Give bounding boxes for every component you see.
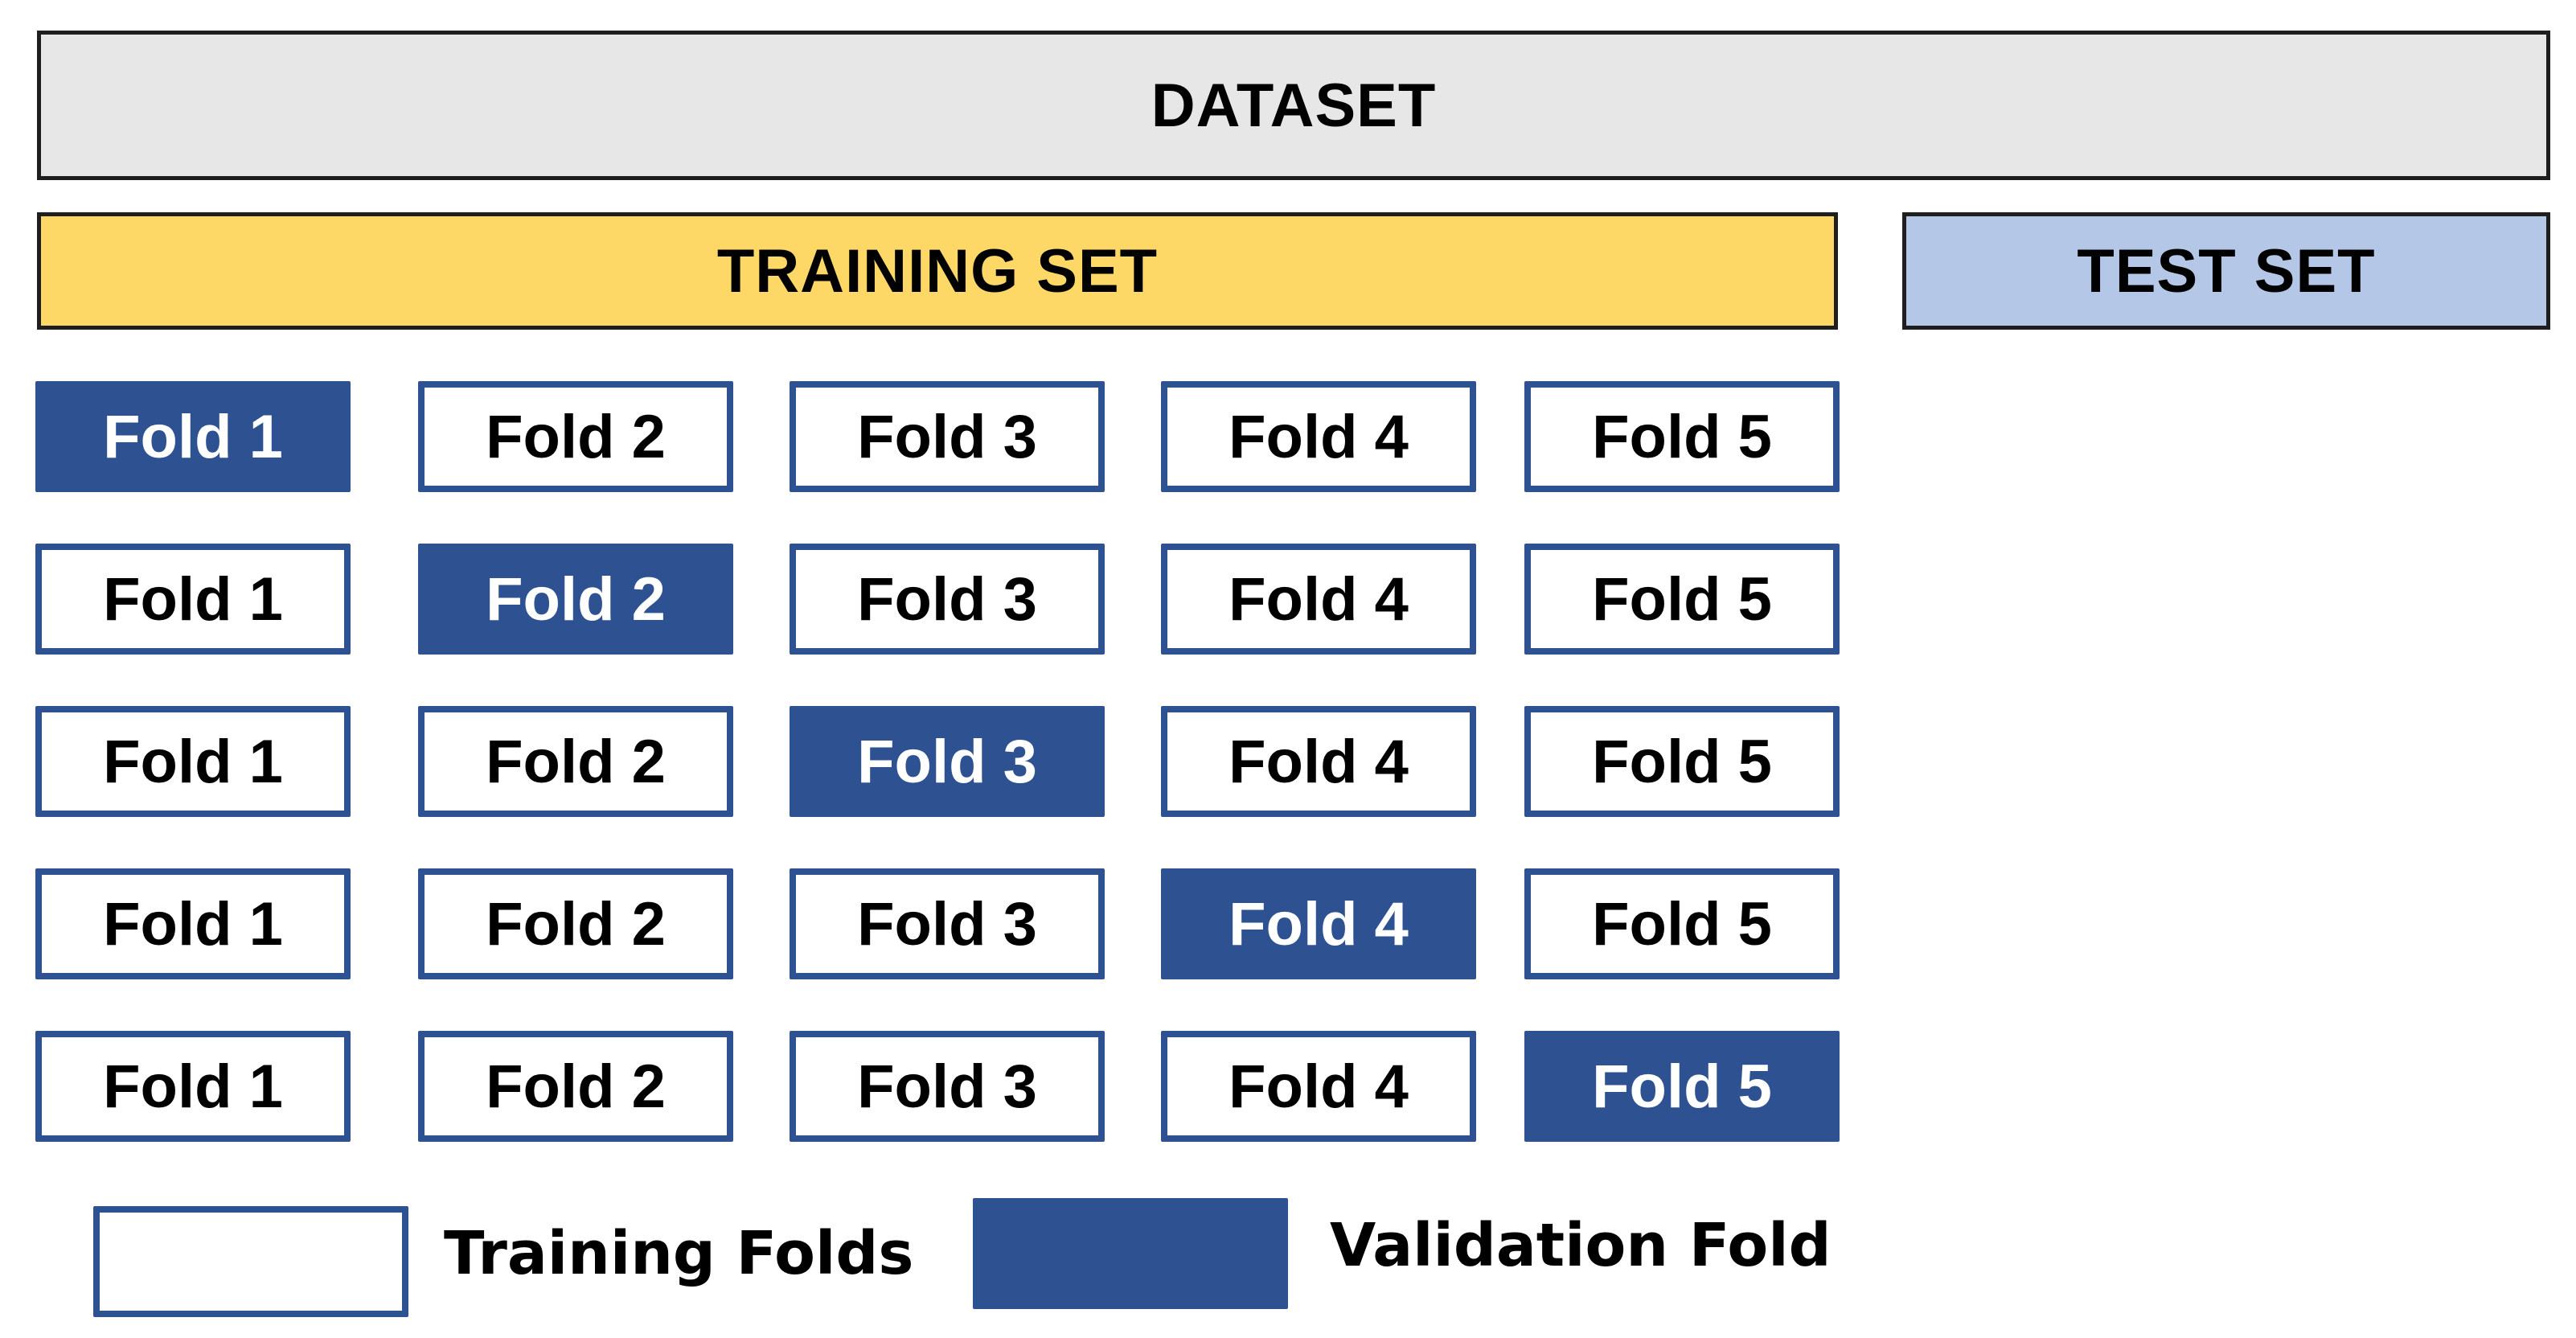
fold-label: Fold [857,727,987,796]
fold-number: 2 [614,564,666,634]
training-fold: Fold 3 [790,868,1105,979]
training-fold: Fold 5 [1524,868,1840,979]
fold-number: 3 [986,727,1037,796]
fold-label: Fold [486,1052,615,1121]
training-fold: Fold 3 [790,1031,1105,1142]
validation-fold: Fold 4 [1161,868,1476,979]
training-fold: Fold 4 [1161,1031,1476,1142]
fold-number: 2 [614,402,666,471]
fold-label: Fold [103,402,232,471]
training-fold: Fold 5 [1524,544,1840,655]
training-fold: Fold 3 [790,544,1105,655]
fold-label: Fold [103,727,232,796]
fold-label: Fold [1229,564,1358,634]
dataset-label: DATASET [1151,71,1437,140]
dataset-bar: DATASET [37,31,2550,180]
fold-number: 2 [614,889,666,958]
fold-number: 2 [614,1052,666,1121]
fold-label: Fold [857,1052,987,1121]
fold-label: Fold [857,402,987,471]
training-set-bar: TRAINING SET [37,212,1838,330]
training-fold: Fold 4 [1161,706,1476,817]
fold-number: 1 [232,727,283,796]
fold-label: Fold [857,564,987,634]
training-fold: Fold 4 [1161,544,1476,655]
fold-number: 5 [1721,1052,1772,1121]
training-fold: Fold 3 [790,381,1105,492]
fold-number: 2 [614,727,666,796]
fold-label: Fold [1229,402,1358,471]
fold-label: Fold [1592,727,1721,796]
validation-fold: Fold 2 [418,544,733,655]
training-fold: Fold 2 [418,868,733,979]
fold-label: Fold [1592,402,1721,471]
fold-label: Fold [1229,1052,1358,1121]
fold-number: 4 [1357,727,1409,796]
fold-label: Fold [1229,889,1358,958]
fold-number: 5 [1721,727,1772,796]
fold-label: Fold [486,564,615,634]
training-fold: Fold 5 [1524,381,1840,492]
test-set-label: TEST SET [2077,236,2376,306]
validation-fold: Fold 5 [1524,1031,1840,1142]
legend-validation-label: Validation Fold [1330,1211,1832,1280]
fold-number: 1 [232,889,283,958]
fold-number: 3 [986,889,1037,958]
fold-number: 5 [1721,402,1772,471]
fold-number: 3 [986,402,1037,471]
fold-number: 5 [1721,564,1772,634]
fold-label: Fold [103,1052,232,1121]
legend-training-label: Training Folds [444,1219,914,1288]
fold-label: Fold [857,889,987,958]
fold-label: Fold [103,564,232,634]
fold-number: 5 [1721,889,1772,958]
fold-label: Fold [1229,727,1358,796]
training-fold: Fold 2 [418,381,733,492]
training-fold: Fold 1 [35,706,351,817]
fold-number: 1 [232,1052,283,1121]
fold-number: 3 [986,1052,1037,1121]
fold-label: Fold [103,889,232,958]
fold-number: 4 [1357,564,1409,634]
legend-validation-swatch [973,1198,1288,1309]
training-fold: Fold 1 [35,544,351,655]
training-set-label: TRAINING SET [716,236,1159,306]
fold-number: 1 [232,564,283,634]
training-fold: Fold 4 [1161,381,1476,492]
fold-number: 4 [1357,1052,1409,1121]
validation-fold: Fold 3 [790,706,1105,817]
test-set-bar: TEST SET [1902,212,2550,330]
training-fold: Fold 2 [418,1031,733,1142]
fold-label: Fold [486,727,615,796]
fold-number: 3 [986,564,1037,634]
fold-number: 4 [1357,889,1409,958]
training-fold: Fold 2 [418,706,733,817]
training-fold: Fold 5 [1524,706,1840,817]
fold-label: Fold [486,889,615,958]
legend-training-swatch [93,1206,408,1317]
fold-label: Fold [486,402,615,471]
fold-number: 4 [1357,402,1409,471]
training-fold: Fold 1 [35,868,351,979]
training-fold: Fold 1 [35,1031,351,1142]
fold-number: 1 [232,402,283,471]
fold-label: Fold [1592,564,1721,634]
fold-label: Fold [1592,1052,1721,1121]
validation-fold: Fold 1 [35,381,351,492]
fold-label: Fold [1592,889,1721,958]
